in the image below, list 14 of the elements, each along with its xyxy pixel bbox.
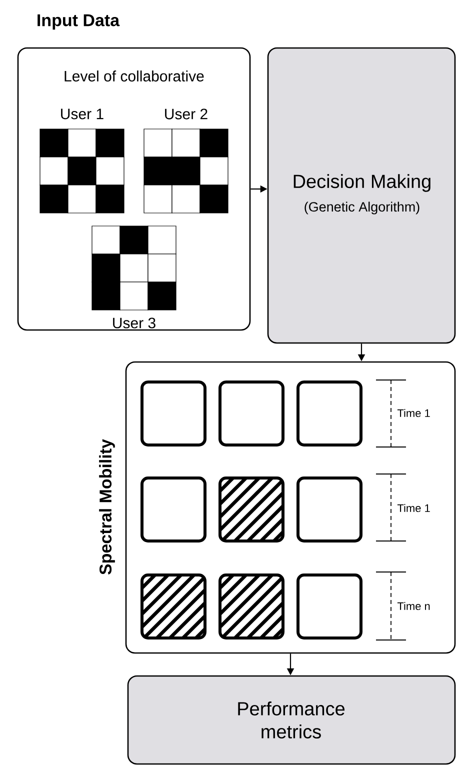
- time-label: Time 1: [397, 408, 430, 418]
- user-label: User 3: [113, 318, 156, 328]
- user-label: User 1: [61, 108, 104, 120]
- node-text: Decision Making: [294, 174, 430, 192]
- node-text: Performance metrics: [238, 702, 345, 738]
- node-text: (Genetic Algorithm): [304, 202, 420, 214]
- time-label: Time n: [397, 602, 430, 610]
- node-text: Input Data: [38, 14, 120, 30]
- time-label: Time 1: [397, 504, 430, 512]
- node-text: Spectral Mobility: [99, 439, 115, 575]
- user-label: User 2: [165, 108, 208, 120]
- process-box: [127, 675, 456, 765]
- process-box: [267, 47, 456, 344]
- node-text: Level of collaborative: [64, 70, 204, 82]
